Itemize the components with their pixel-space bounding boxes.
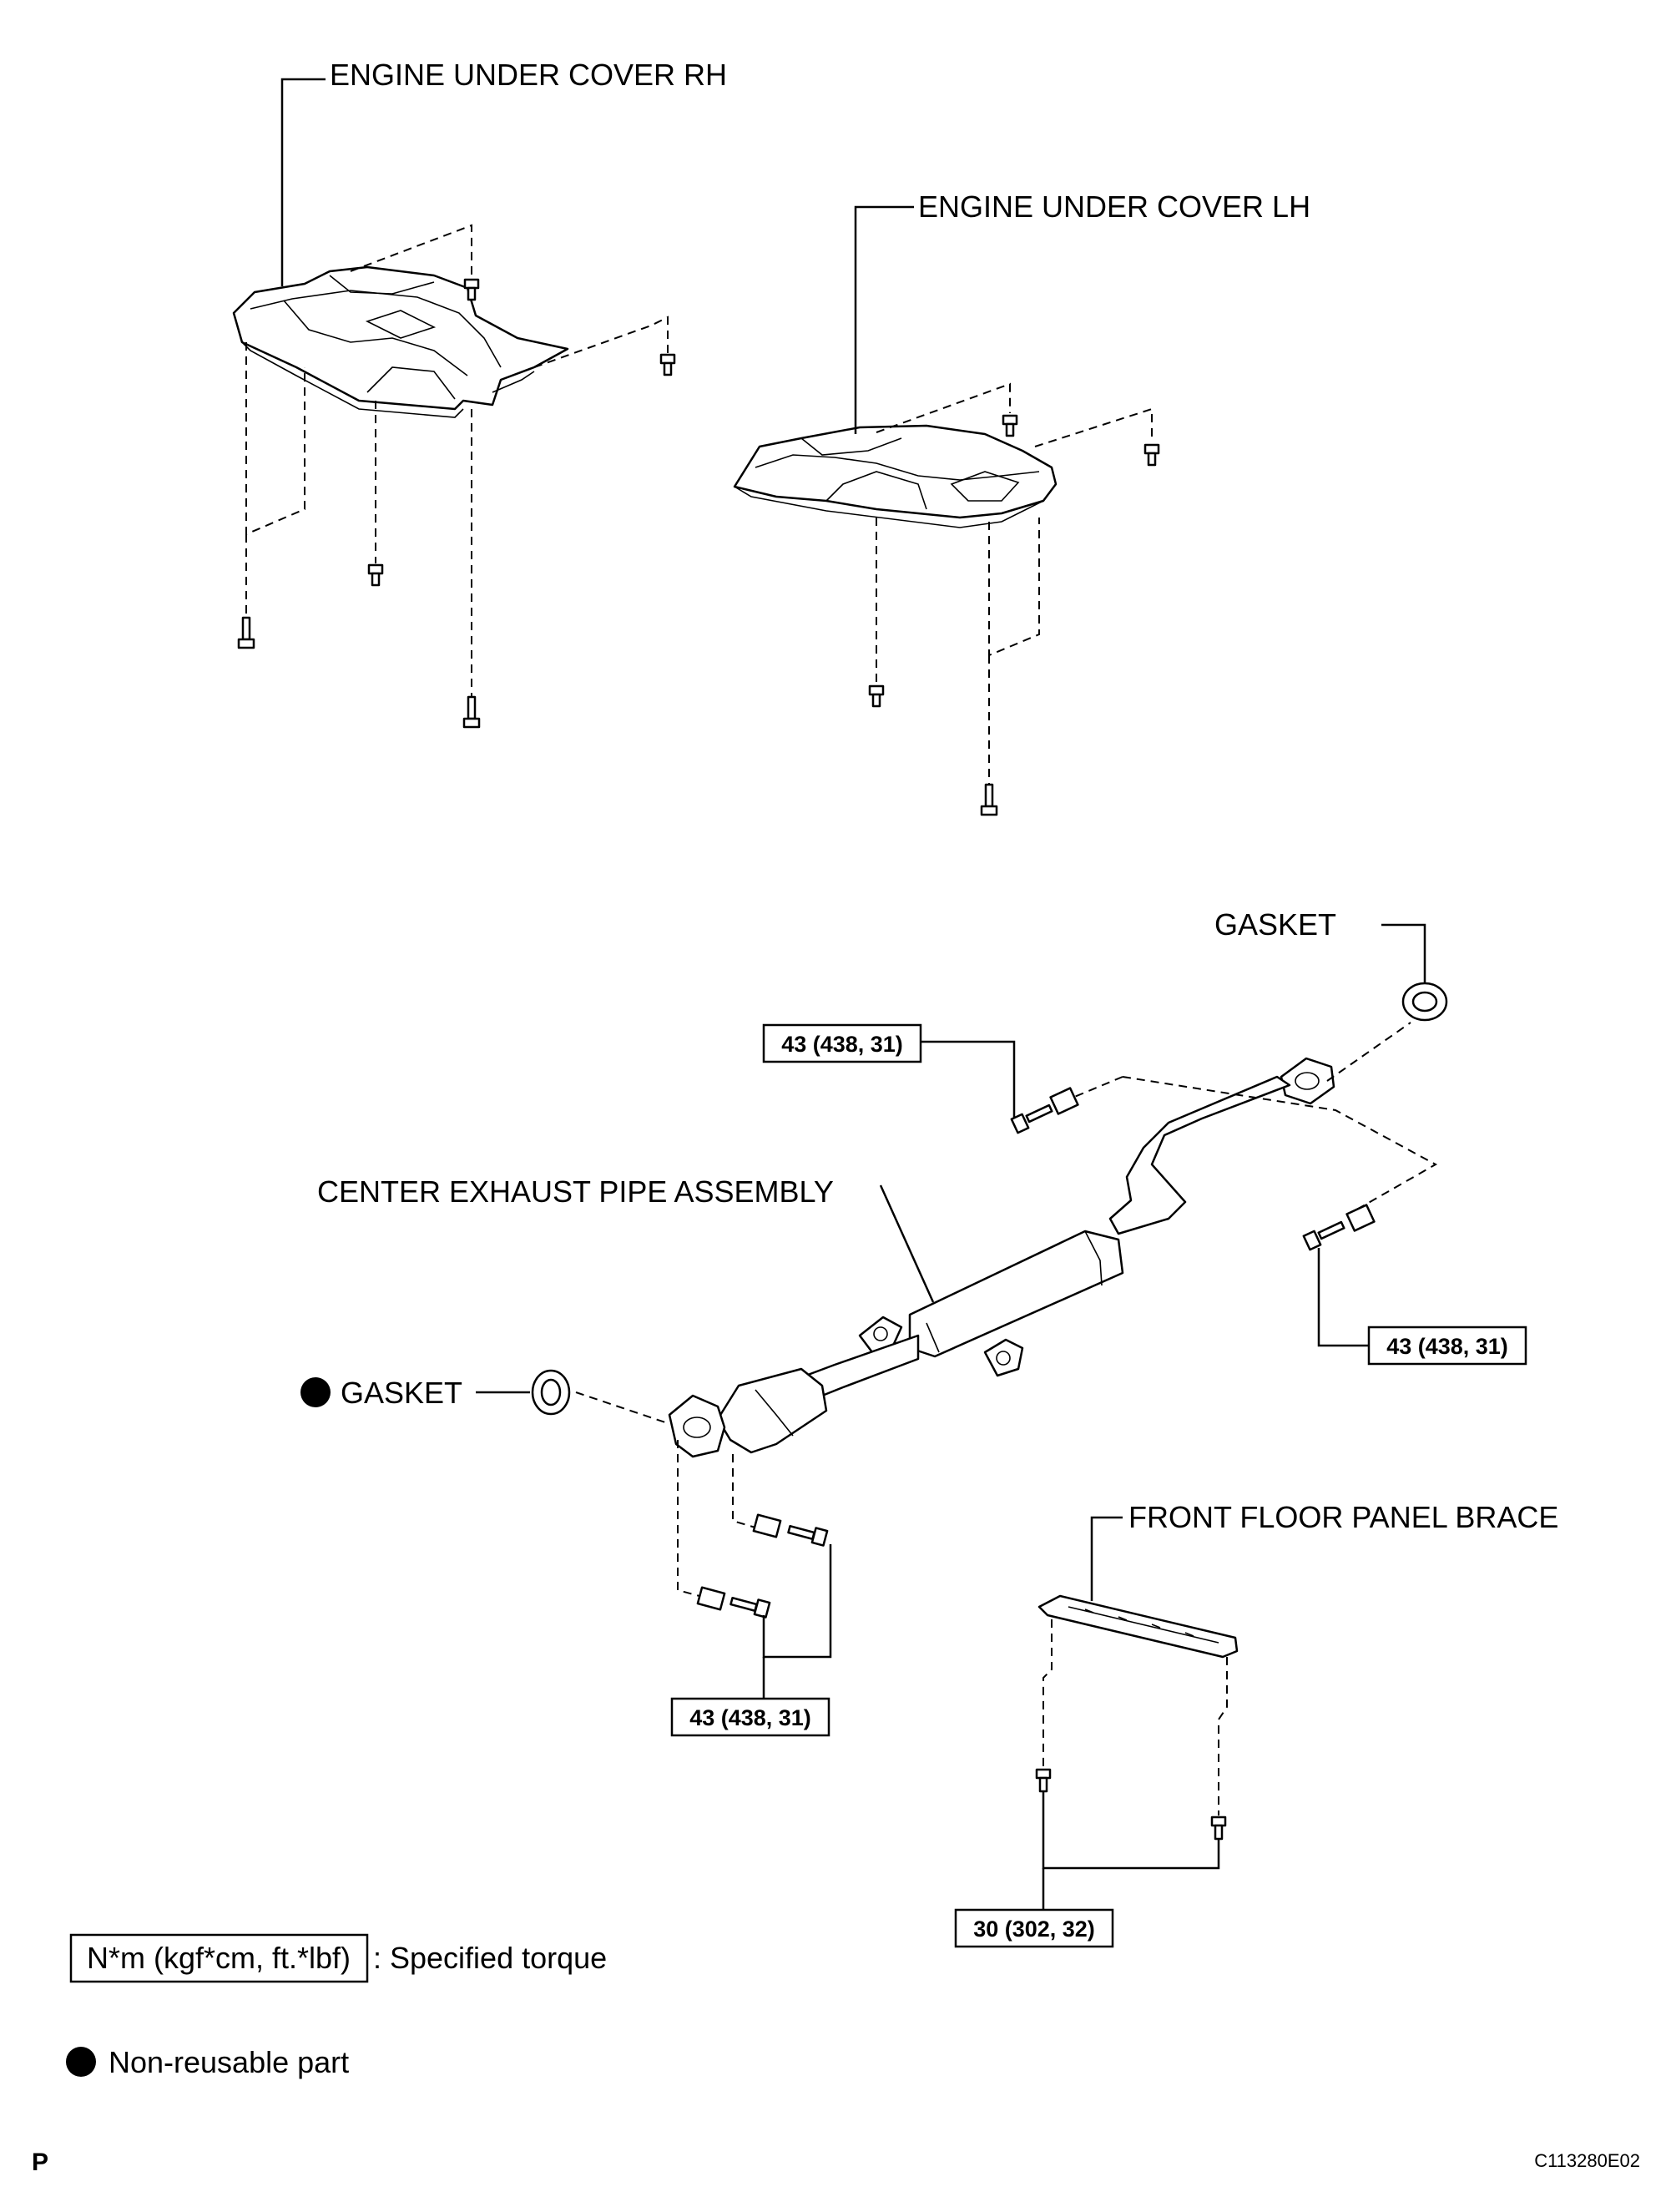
bolt-icon	[729, 1597, 771, 1619]
spring-stud-icon	[1049, 1087, 1079, 1115]
bolt-icon	[1143, 443, 1160, 467]
gasket-front-label: GASKET	[341, 1376, 462, 1410]
engine-under-cover-rh-label: ENGINE UNDER COVER RH	[330, 58, 727, 92]
bolt-icon	[1302, 1220, 1345, 1251]
torque-box	[670, 1697, 830, 1737]
legend-torque-desc: : Specified torque	[373, 1941, 607, 1975]
gasket-rear	[1401, 982, 1448, 1022]
bolt-icon	[367, 563, 384, 587]
section-mark: P	[32, 2149, 48, 2176]
torque-box	[1367, 1326, 1527, 1366]
nonreusable-mark-icon	[66, 2047, 96, 2077]
torque-value: 43 (438, 31)	[689, 1705, 811, 1730]
figure-reference: C113280E02	[1534, 2150, 1640, 2171]
spring-stud-icon	[696, 1586, 726, 1611]
legend-nonreusable-desc: Non-reusable part	[109, 2045, 349, 2079]
bolt-icon	[659, 353, 676, 376]
floor-brace-bolts	[1035, 1768, 1227, 1841]
legend-torque-unit: N*m (kgf*cm, ft.*lbf)	[87, 1941, 351, 1975]
torque-box	[762, 1023, 922, 1063]
bolt-icon	[868, 684, 885, 708]
engine-under-cover-lh	[733, 424, 1058, 528]
bolt-icon	[463, 278, 480, 301]
bolt-icon	[1210, 1816, 1227, 1841]
gasket-rear-label: GASKET	[1214, 907, 1336, 942]
engine-under-cover-lh-bolts	[868, 382, 1160, 816]
legend-torque-box	[69, 1933, 369, 1983]
bolt-icon	[462, 695, 481, 729]
nonreusable-mark-icon	[300, 1377, 331, 1407]
front-floor-panel-brace	[1037, 1594, 1239, 1816]
center-exhaust-pipe-label: CENTER EXHAUST PIPE ASSEMBLY	[317, 1174, 834, 1209]
bolt-icon	[1035, 1768, 1052, 1793]
bolt-icon	[980, 783, 998, 816]
bolt-icon	[1010, 1103, 1053, 1134]
front-flange-fasteners	[677, 1440, 829, 1619]
legend: N*m (kgf*cm, ft.*lbf) : Specified torque…	[66, 1933, 607, 2079]
rear-flange-fasteners	[1010, 1076, 1438, 1251]
bolt-icon	[787, 1525, 829, 1547]
gasket-front	[531, 1369, 571, 1416]
bolt-icon	[237, 616, 255, 649]
torque-box	[954, 1908, 1114, 1948]
center-exhaust-pipe	[668, 1057, 1335, 1458]
front-floor-panel-brace-label: FRONT FLOOR PANEL BRACE	[1128, 1500, 1558, 1534]
bolt-icon	[1002, 414, 1018, 437]
engine-under-cover-lh-label: ENGINE UNDER COVER LH	[918, 189, 1310, 224]
torque-value: 30 (302, 32)	[973, 1917, 1095, 1942]
torque-value: 43 (438, 31)	[781, 1032, 903, 1057]
engine-under-cover-rh-bolts	[237, 224, 676, 729]
spring-stud-icon	[1345, 1204, 1376, 1232]
engine-under-cover-rh	[232, 265, 569, 418]
torque-value: 43 (438, 31)	[1386, 1334, 1508, 1359]
spring-stud-icon	[752, 1513, 782, 1538]
